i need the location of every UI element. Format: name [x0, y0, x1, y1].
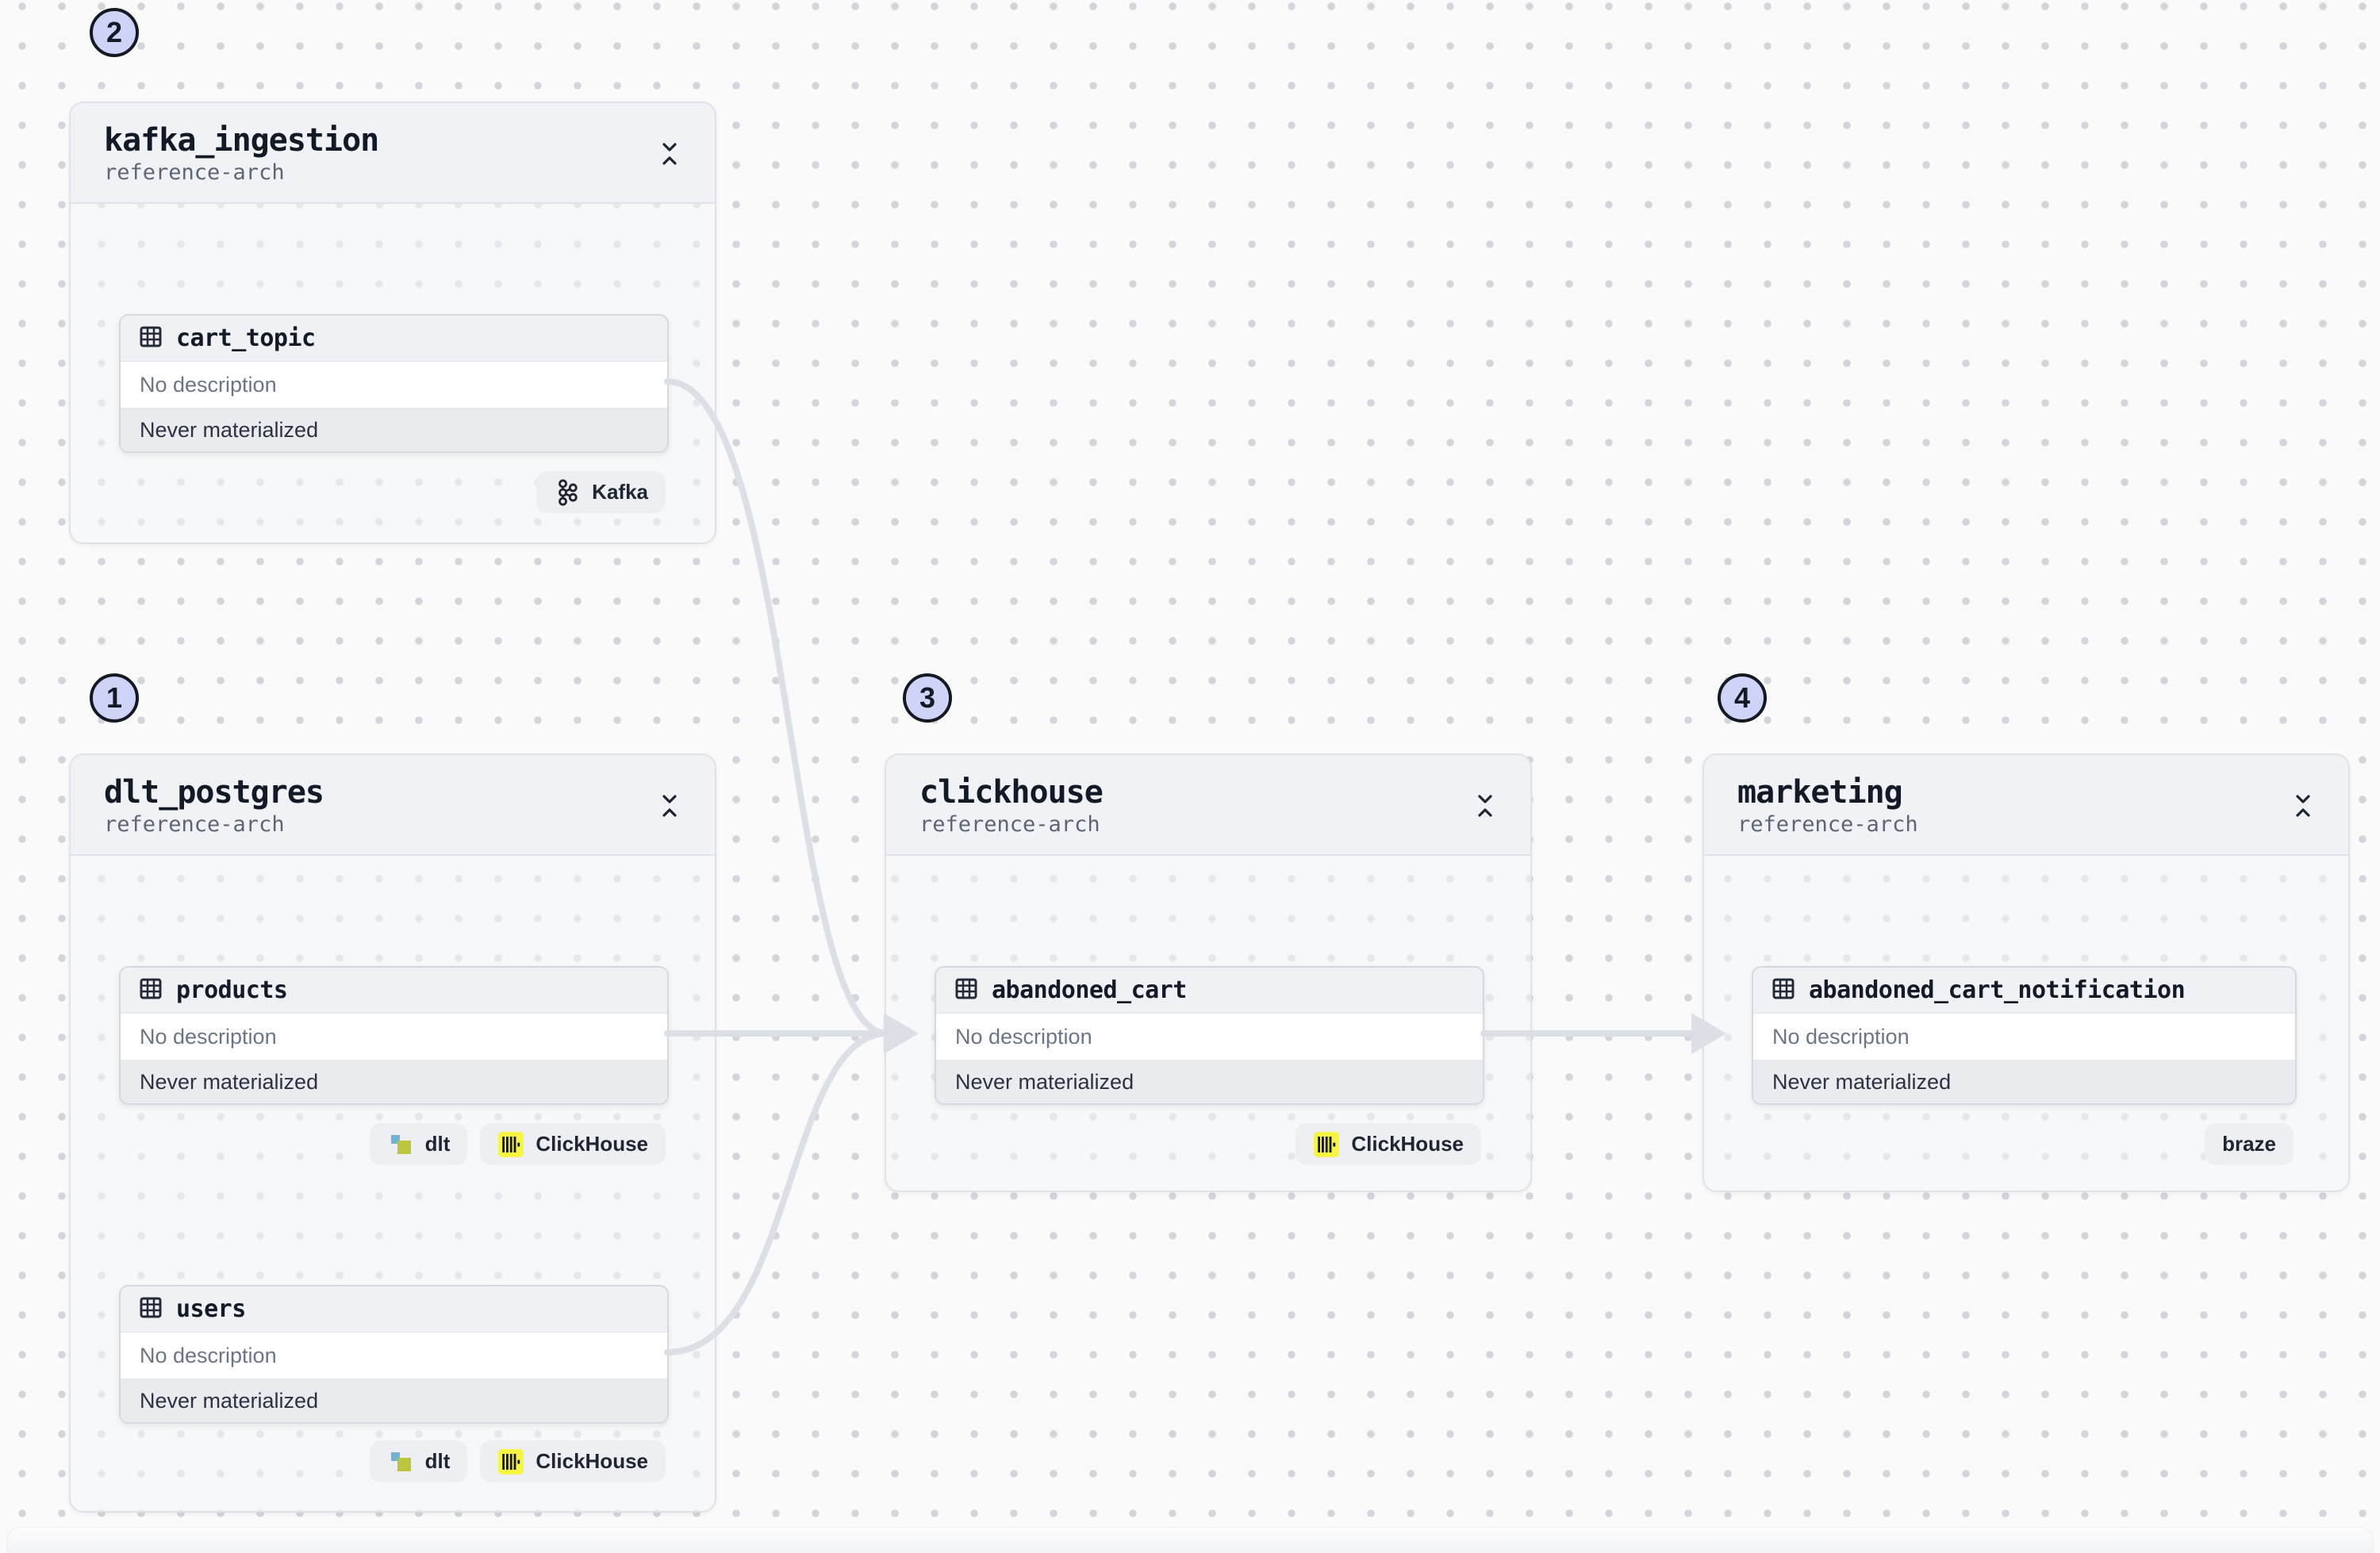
collapse-group-button[interactable]: [651, 133, 688, 174]
kind-tags-row: dlt ClickHouse: [369, 1123, 666, 1165]
group-subtitle: reference-arch: [919, 812, 1100, 837]
kind-tag-kafka[interactable]: Kafka: [536, 471, 666, 513]
group-title: marketing: [1737, 774, 1903, 811]
asset-description: No description: [936, 1014, 1483, 1060]
kind-tags-row: Kafka: [536, 471, 666, 513]
group-header: marketing reference-arch: [1704, 755, 2348, 856]
asset-group-dlt-postgres: dlt_postgres reference-arch products No …: [69, 753, 716, 1513]
group-subtitle: reference-arch: [1737, 812, 1918, 837]
asset-group-clickhouse: clickhouse reference-arch abandoned_cart…: [885, 753, 1532, 1192]
kafka-icon: [554, 478, 581, 506]
collapse-vertical-icon: [662, 143, 677, 165]
group-header: dlt_postgres reference-arch: [71, 755, 715, 856]
asset-node-abandoned-cart-notification[interactable]: abandoned_cart_notification No descripti…: [1752, 966, 2297, 1105]
collapse-vertical-icon: [662, 795, 677, 817]
group-header: kafka_ingestion reference-arch: [71, 103, 715, 204]
kind-tag-dlt[interactable]: dlt: [369, 1440, 468, 1482]
kind-tags-row: braze: [2205, 1123, 2294, 1165]
asset-node-cart-topic[interactable]: cart_topic No description Never material…: [119, 314, 669, 453]
table-icon: [138, 1294, 163, 1324]
asset-name: products: [176, 976, 288, 1004]
asset-node-header: cart_topic: [121, 316, 667, 362]
step-badge-1: 1: [90, 673, 139, 723]
asset-description: No description: [1753, 1014, 2295, 1060]
dlt-icon: [387, 1131, 414, 1158]
asset-status: Never materialized: [1753, 1060, 2295, 1103]
asset-description: No description: [121, 362, 667, 408]
collapse-group-button[interactable]: [2285, 785, 2321, 826]
step-badge-4: 4: [1718, 673, 1767, 723]
group-header: clickhouse reference-arch: [886, 755, 1530, 856]
kind-tag-clickhouse[interactable]: ClickHouse: [1296, 1123, 1481, 1165]
asset-node-users[interactable]: users No description Never materialized: [119, 1285, 669, 1424]
kind-tag-braze[interactable]: braze: [2205, 1123, 2294, 1165]
asset-status: Never materialized: [936, 1060, 1483, 1103]
asset-node-header: products: [121, 968, 667, 1014]
group-title: kafka_ingestion: [104, 122, 379, 159]
asset-status: Never materialized: [121, 1060, 667, 1103]
collapse-group-button[interactable]: [1467, 785, 1503, 826]
asset-status: Never materialized: [121, 1379, 667, 1422]
kind-tag-label: ClickHouse: [1351, 1132, 1464, 1156]
asset-name: abandoned_cart_notification: [1809, 976, 2186, 1004]
clickhouse-icon: [497, 1448, 524, 1475]
asset-group-marketing: marketing reference-arch abandoned_cart_…: [1702, 753, 2350, 1192]
asset-node-header: abandoned_cart_notification: [1753, 968, 2295, 1014]
asset-name: users: [176, 1295, 246, 1323]
kind-tag-label: ClickHouse: [536, 1449, 648, 1473]
asset-name: abandoned_cart: [992, 976, 1187, 1004]
kind-tag-label: braze: [2222, 1132, 2276, 1156]
asset-status: Never materialized: [121, 408, 667, 451]
collapse-vertical-icon: [1478, 795, 1492, 817]
kind-tags-row: dlt ClickHouse: [369, 1440, 666, 1482]
collapse-vertical-icon: [2296, 795, 2310, 817]
table-icon: [138, 324, 163, 353]
kind-tag-label: dlt: [424, 1132, 451, 1156]
kind-tags-row: ClickHouse: [1296, 1123, 1481, 1165]
collapse-group-button[interactable]: [651, 785, 688, 826]
group-subtitle: reference-arch: [104, 812, 285, 837]
table-icon: [138, 976, 163, 1005]
clickhouse-icon: [1313, 1131, 1340, 1158]
step-badge-2: 2: [90, 8, 139, 57]
asset-description: No description: [121, 1333, 667, 1379]
asset-group-kafka-ingestion: kafka_ingestion reference-arch cart_topi…: [69, 102, 716, 544]
group-title: dlt_postgres: [104, 774, 324, 811]
kind-tag-clickhouse[interactable]: ClickHouse: [480, 1123, 666, 1165]
dlt-icon: [387, 1448, 414, 1475]
asset-node-header: users: [121, 1286, 667, 1333]
kind-tag-label: Kafka: [592, 480, 648, 504]
asset-node-header: abandoned_cart: [936, 968, 1483, 1014]
clickhouse-icon: [497, 1131, 524, 1158]
step-badge-3: 3: [903, 673, 952, 723]
bottom-panel-edge: [6, 1527, 2374, 1553]
asset-node-abandoned-cart[interactable]: abandoned_cart No description Never mate…: [935, 966, 1484, 1105]
kind-tag-dlt[interactable]: dlt: [369, 1123, 468, 1165]
group-title: clickhouse: [919, 774, 1104, 811]
asset-name: cart_topic: [176, 324, 316, 352]
table-icon: [954, 976, 979, 1005]
group-subtitle: reference-arch: [104, 160, 285, 185]
asset-description: No description: [121, 1014, 667, 1060]
table-icon: [1771, 976, 1796, 1005]
kind-tag-label: ClickHouse: [536, 1132, 648, 1156]
asset-node-products[interactable]: products No description Never materializ…: [119, 966, 669, 1105]
kind-tag-clickhouse[interactable]: ClickHouse: [480, 1440, 666, 1482]
kind-tag-label: dlt: [424, 1449, 451, 1473]
